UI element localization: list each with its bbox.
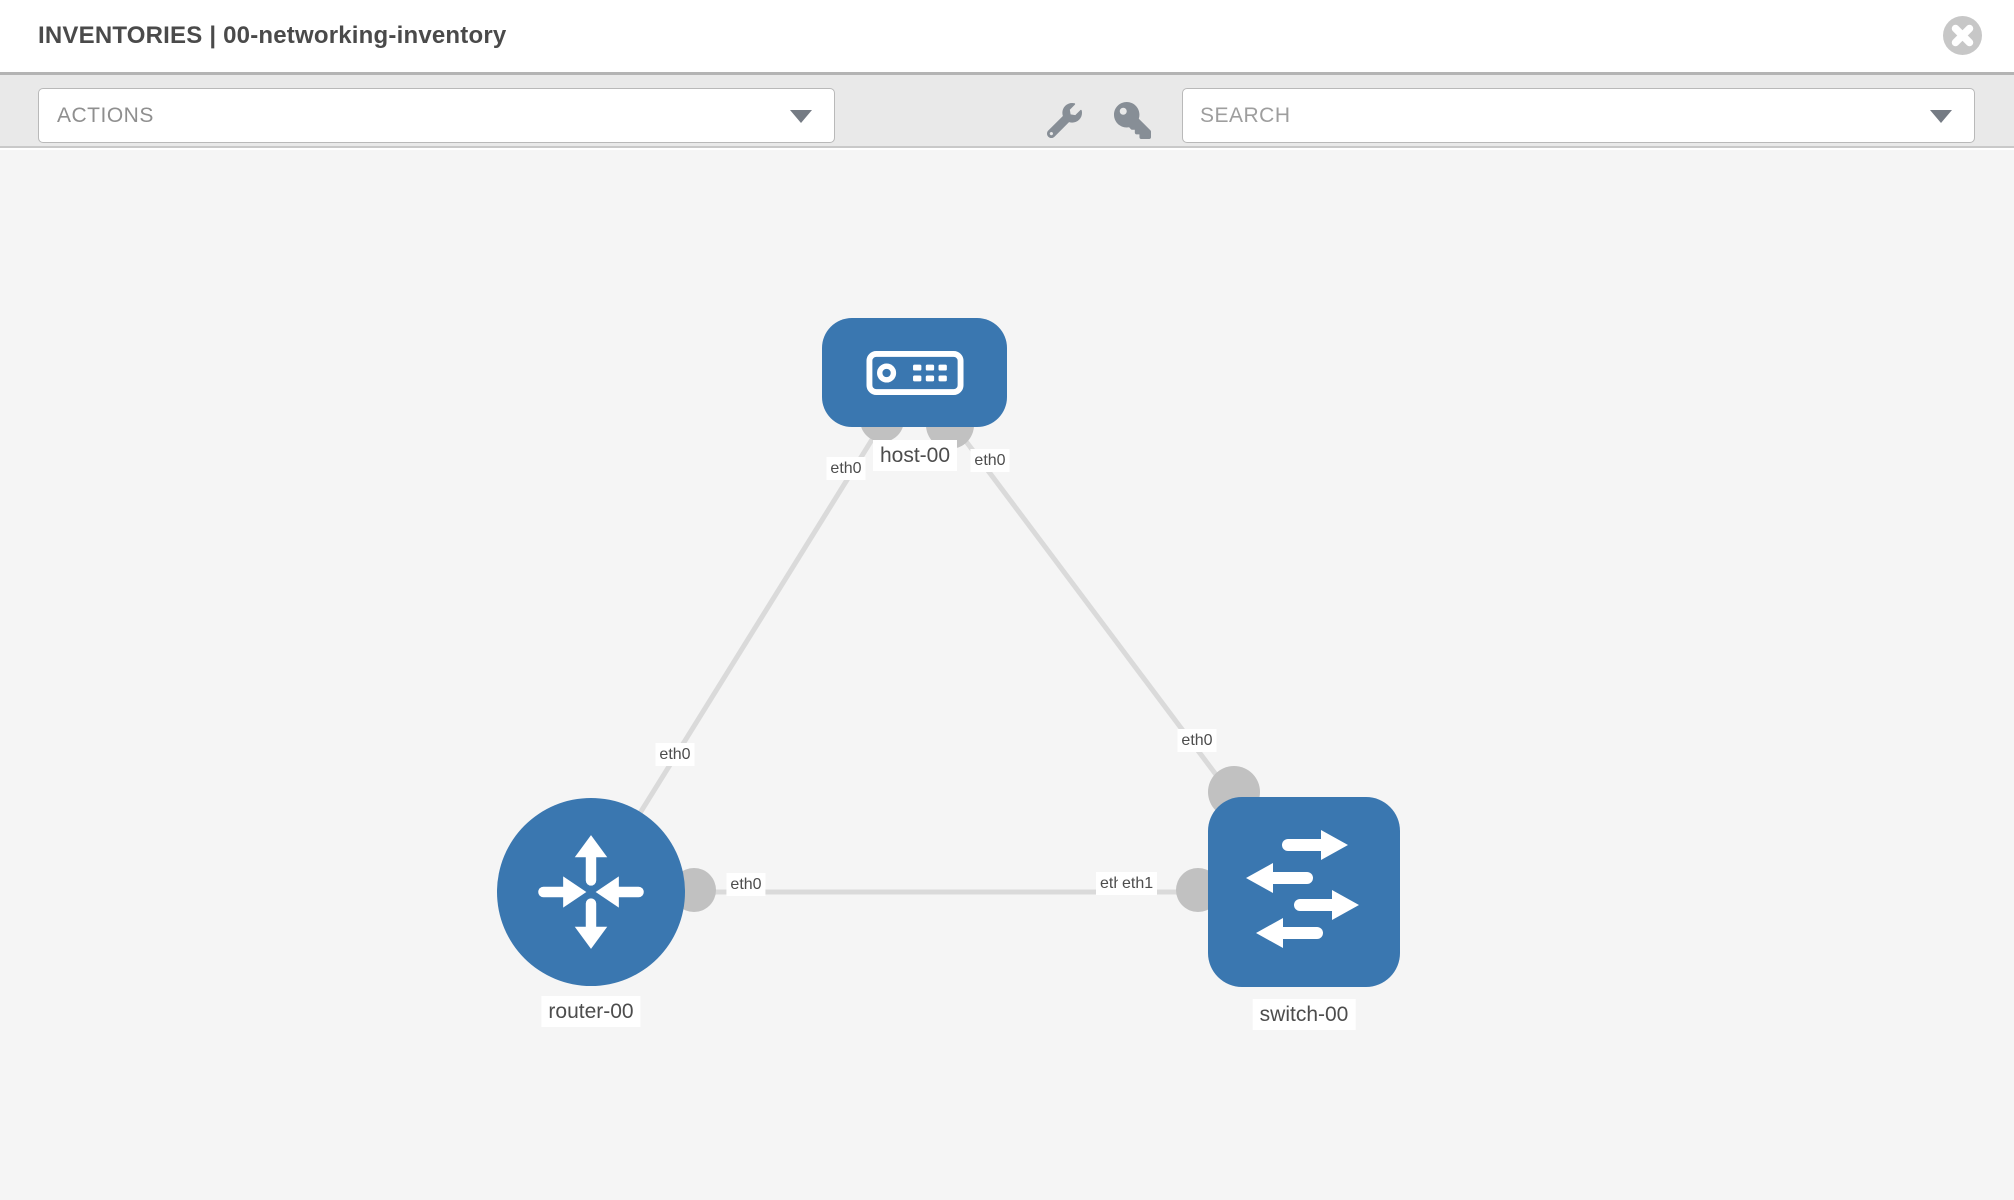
search-chevron-down-icon[interactable] [1930, 110, 1952, 123]
node-label-router: router-00 [541, 996, 641, 1027]
header: INVENTORIES | 00-networking-inventory [0, 0, 2014, 72]
router-arrows-icon [538, 835, 644, 949]
node-label-host: host-00 [872, 440, 958, 471]
chevron-down-icon [790, 110, 812, 123]
interface-label-router-eth0-horiz: eth0 [726, 873, 766, 896]
topology-canvas[interactable]: host-00 router-00 switch-00 eth0 eth0 et… [0, 150, 2014, 1200]
server-icon [865, 350, 964, 395]
search-input[interactable] [1183, 89, 1897, 142]
page-title: INVENTORIES | 00-networking-inventory [38, 22, 507, 49]
close-icon [1951, 24, 1974, 47]
key-icon [1113, 101, 1151, 139]
actions-dropdown-label: ACTIONS [57, 104, 154, 127]
node-switch-00[interactable] [1208, 797, 1400, 987]
toolbar: ACTIONS [0, 72, 2014, 148]
tools-button[interactable] [1043, 99, 1085, 141]
node-router-00[interactable] [497, 798, 685, 986]
interface-label-router-eth0-diag: eth0 [655, 743, 695, 766]
interface-label-switch-eth0-top: eth0 [1177, 729, 1217, 752]
search-dropdown [1182, 88, 1975, 143]
node-host-00[interactable] [822, 318, 1007, 427]
switch-arrows-icon [1246, 830, 1359, 948]
node-label-switch: switch-00 [1252, 999, 1356, 1030]
close-button[interactable] [1943, 16, 1982, 55]
key-button[interactable] [1111, 99, 1153, 141]
wrench-icon [1046, 102, 1082, 138]
links-layer [588, 370, 1306, 912]
interface-label-switch-eth1: eth1 [1118, 872, 1158, 895]
actions-dropdown[interactable]: ACTIONS [38, 88, 835, 143]
interface-label-host-eth0-right: eth0 [970, 449, 1010, 472]
interface-label-host-eth0-left: eth0 [826, 457, 866, 480]
